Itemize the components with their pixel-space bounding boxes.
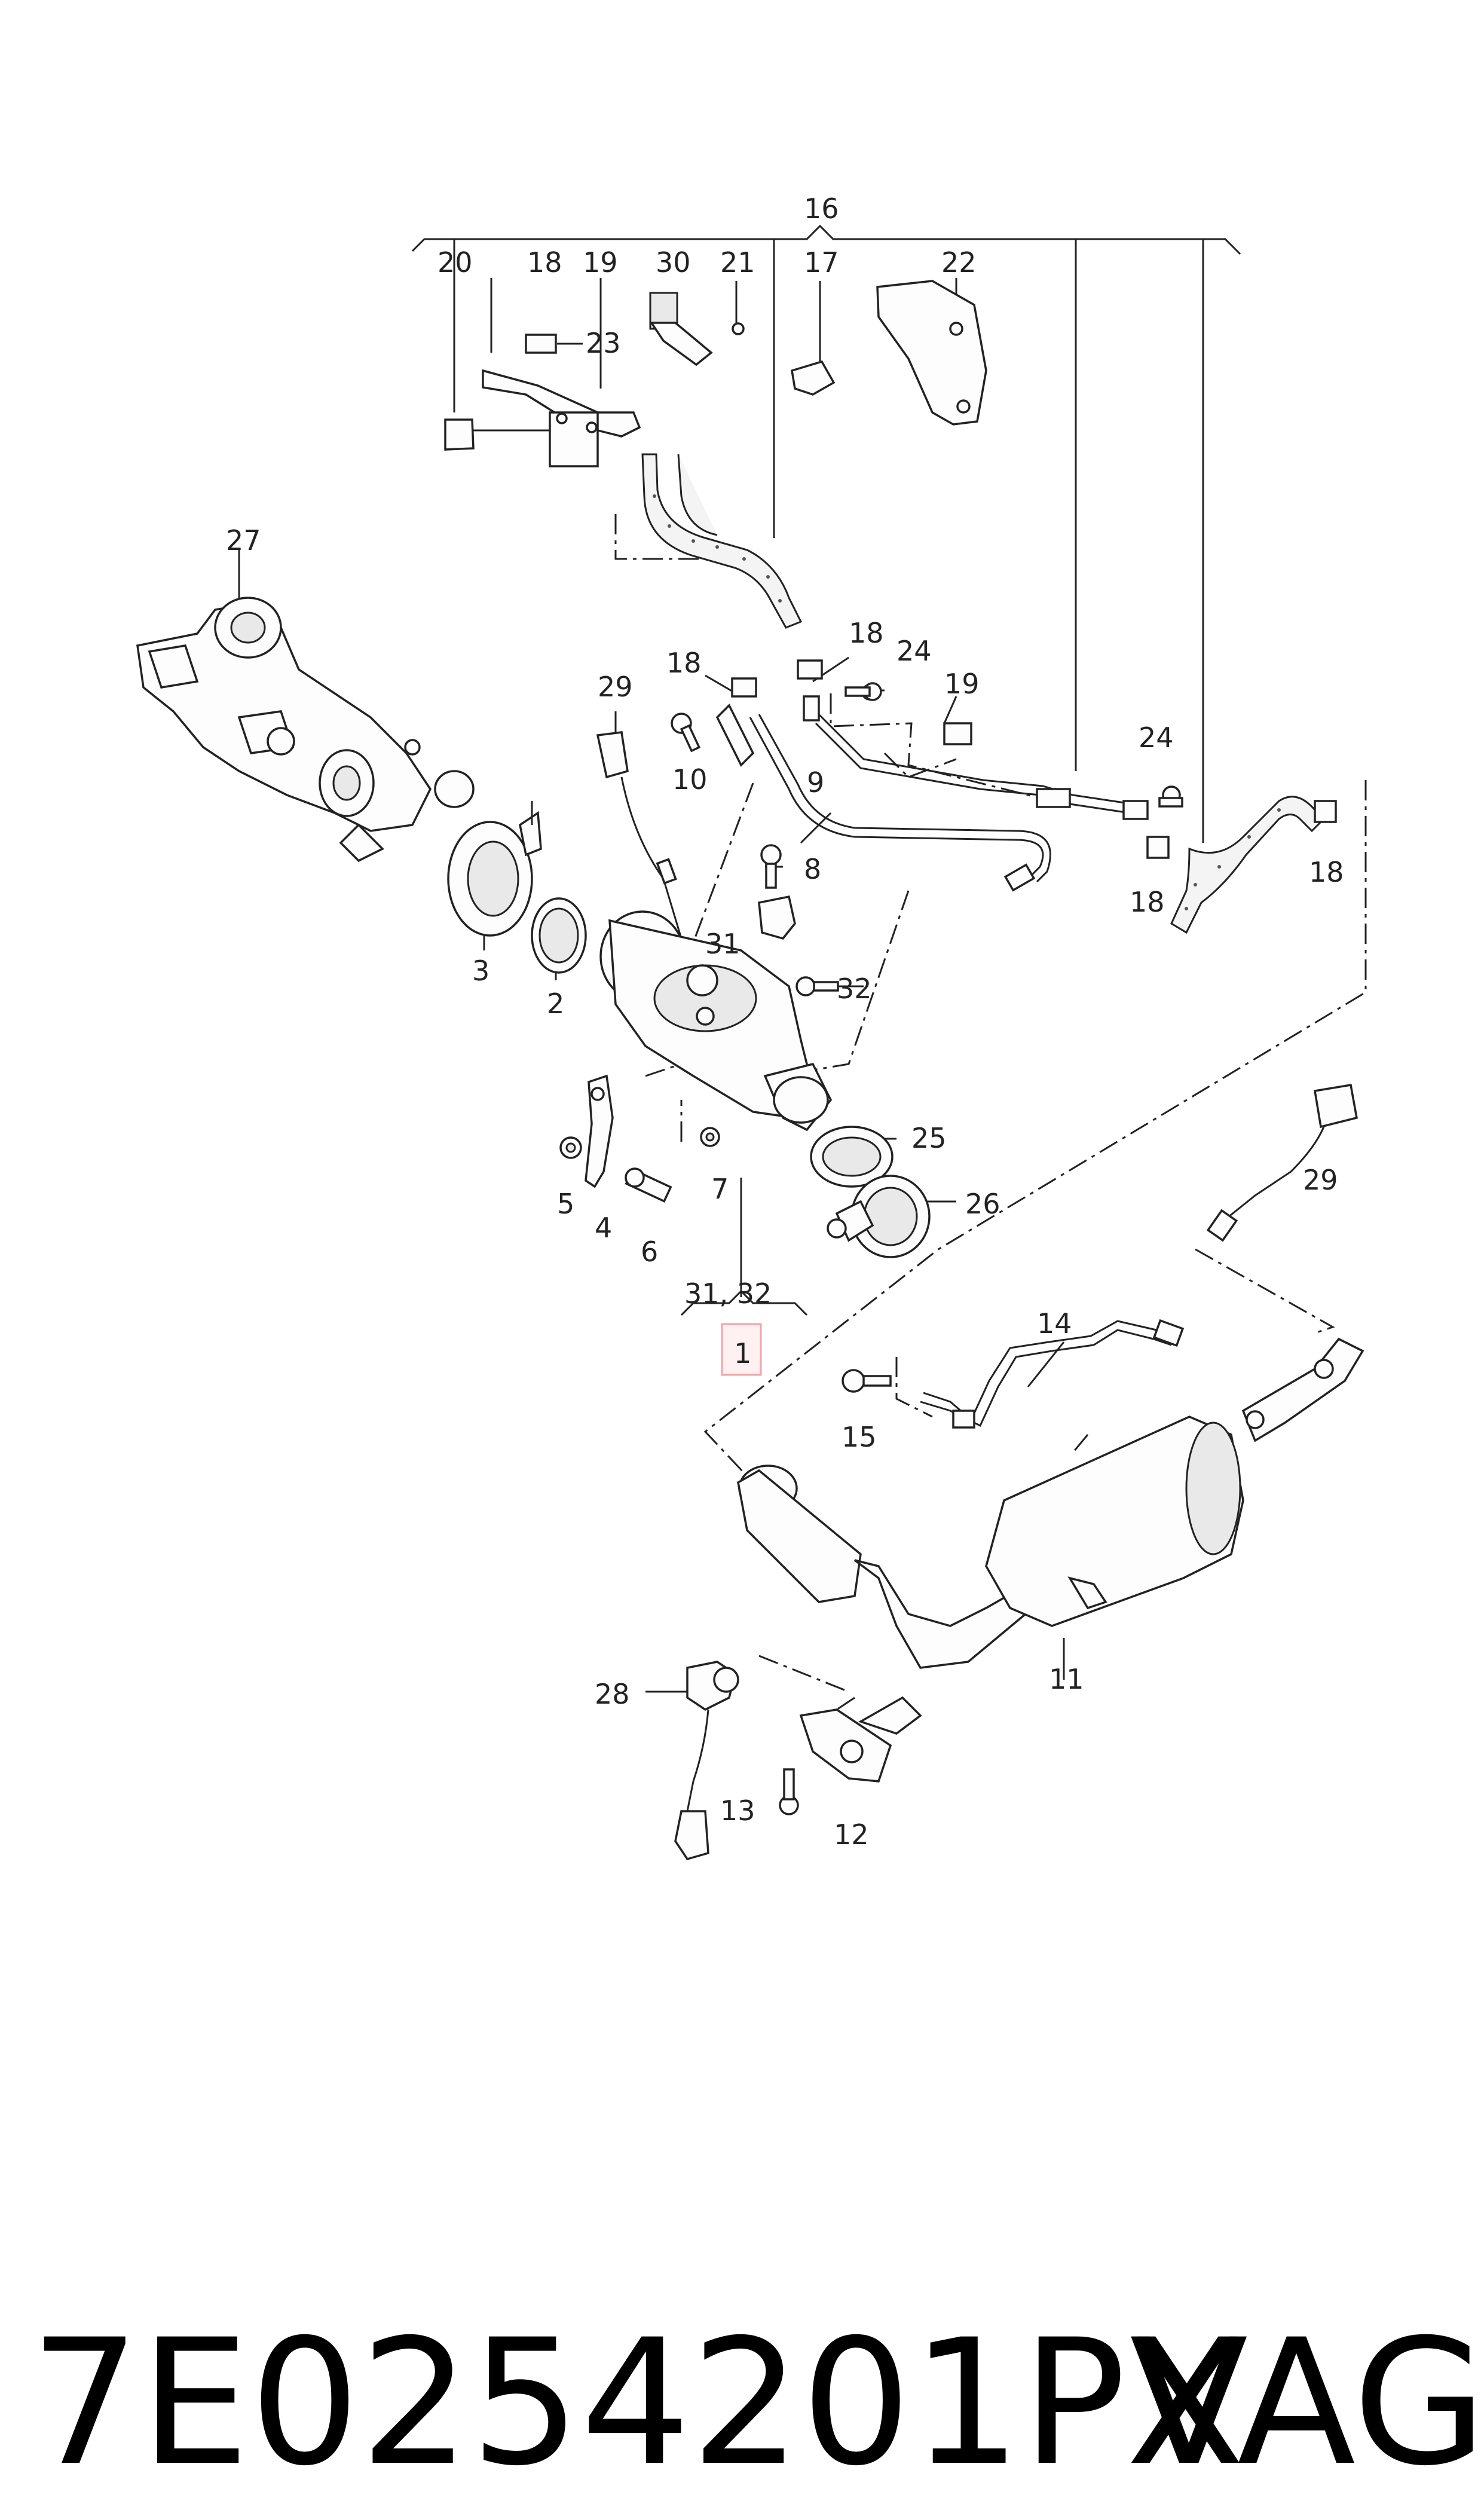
callout-13: 13 (720, 1794, 755, 1827)
catalytic-converter-1 (599, 910, 833, 1132)
callout-17: 17 (804, 246, 839, 279)
callout-18-far-right: 18 (1309, 856, 1344, 888)
callout-9: 9 (807, 766, 824, 799)
callout-29-upper: 29 (598, 671, 633, 703)
bracket-group-16 (411, 224, 1241, 843)
pressure-pipe-14 (920, 1319, 1185, 1429)
screw-24-right (1158, 785, 1183, 808)
callout-11: 11 (1049, 1663, 1084, 1695)
callout-19-top: 19 (583, 246, 618, 279)
nut-5 (559, 1136, 582, 1159)
bolt-13 (779, 1768, 799, 1815)
callout-1: 1 (734, 1337, 751, 1369)
pressure-pipe-9 (715, 659, 1337, 892)
callout-10: 10 (672, 763, 708, 796)
pressure-sensor-28 (645, 1661, 739, 1861)
callout-21: 21 (720, 246, 755, 279)
lambda-sensor-29-upper (596, 731, 694, 987)
brand-name: VAG (1130, 2303, 1484, 2504)
callout-16: 16 (804, 192, 839, 225)
callout-22: 22 (941, 246, 977, 279)
callout-27: 27 (226, 524, 261, 557)
callout-18-right-low: 18 (1130, 886, 1165, 918)
callout-6: 6 (641, 1236, 658, 1268)
callout-30: 30 (656, 246, 691, 279)
bracket-31 (758, 895, 796, 940)
callout-labels: 16 20 18 19 30 21 17 22 23 27 18 18 24 1… (226, 192, 1344, 1851)
callout-3: 3 (472, 955, 489, 987)
screw-10 (671, 713, 701, 753)
callout-24-mid: 24 (896, 635, 932, 667)
callout-2: 2 (547, 988, 564, 1020)
callout-18-mid-left: 18 (666, 647, 702, 679)
callout-19-mid: 19 (944, 668, 980, 700)
screw-32 (795, 976, 839, 996)
callout-31: 31 (705, 928, 741, 960)
screw-24-upper (844, 682, 882, 701)
stud-6 (625, 1167, 672, 1203)
lambda-sensor-29-right (1206, 1083, 1358, 1242)
clamp-3 (447, 801, 542, 937)
vacuum-hoses (641, 453, 1326, 934)
callout-23: 23 (586, 327, 621, 359)
callout-14: 14 (1037, 1307, 1072, 1340)
gasket-25 (810, 1126, 894, 1188)
callout-24-right: 24 (1139, 722, 1174, 754)
particulate-filter-11 (737, 1337, 1364, 1669)
callout-12: 12 (834, 1818, 869, 1851)
callout-26: 26 (965, 1188, 1000, 1220)
assembly-lines (614, 514, 1367, 1711)
callout-7: 7 (711, 1173, 729, 1205)
gasket-2 (531, 897, 587, 974)
callout-8: 8 (804, 853, 821, 885)
callout-25: 25 (911, 1122, 947, 1154)
callout-31-32: 31, 32 (684, 1277, 772, 1310)
callout-4: 4 (595, 1212, 612, 1244)
callout-29-right: 29 (1303, 1164, 1338, 1196)
clamp-26 (827, 1175, 931, 1258)
bracket-4 (585, 1074, 614, 1188)
callout-15: 15 (842, 1421, 877, 1453)
bracket-12 (799, 1696, 922, 1783)
upper-bracket-assembly (444, 280, 987, 467)
screw-15 (842, 1369, 892, 1393)
callout-18-mid: 18 (849, 617, 884, 649)
callout-28: 28 (595, 1678, 630, 1710)
part-number: 7E0254201PX (30, 2303, 1245, 2504)
callout-20: 20 (437, 246, 473, 279)
callout-1-highlight (680, 1289, 808, 1376)
nut-7 (700, 1127, 720, 1147)
callout-32: 32 (837, 973, 872, 1005)
callout-5: 5 (557, 1188, 574, 1220)
callout-18-top: 18 (527, 246, 562, 279)
turbocharger-27 (136, 597, 475, 863)
screw-8 (760, 844, 782, 889)
